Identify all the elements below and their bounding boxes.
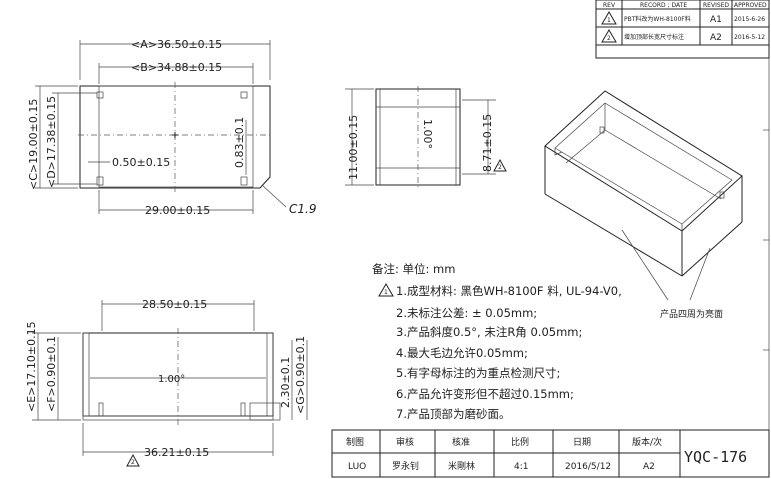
rev-triangle-icon — [601, 11, 617, 25]
dim-2850: 28.50±0.15 — [142, 298, 207, 311]
rev-triangle-icon — [493, 158, 507, 172]
notes-header: 备注: 单位: mm — [372, 262, 455, 276]
note-line: 1.成型材料: 黑色WH-8100F 料, UL-94-V0, — [396, 284, 622, 298]
rev-mark: 2 — [498, 164, 502, 171]
dim-e: <E>17.10±0.15 — [25, 321, 38, 412]
top-view: <A>36.50±0.15 <B>34.88±0.15 <C>19.00±0.1… — [27, 38, 316, 217]
dim-871: 8.71±0.15 — [481, 114, 494, 172]
tb-value: A2 — [643, 462, 655, 472]
note-line: 4.最大毛边允许0.05mm; — [396, 346, 528, 360]
rev-header-approved: APPROVED — [734, 2, 767, 9]
note-line: 6.产品允许变形但不超过0.15mm; — [396, 387, 574, 401]
dim-angle: 1.00° — [158, 374, 185, 385]
tb-header: 版本/次 — [632, 436, 662, 448]
rev-record: PBT料改为WH-8100F料 — [624, 15, 691, 23]
dim-d: <D>17.38±0.15 — [45, 96, 58, 188]
tb-header: 制图 — [346, 436, 364, 448]
tb-value: 2016/5/12 — [565, 462, 611, 472]
revision-table: REV RECORD ; DATE REVISED APPROVED 1 PBT… — [595, 0, 770, 59]
tb-value: 米剛林 — [448, 460, 475, 472]
rev-header-rev: REV — [603, 2, 616, 9]
dim-f: <F>0.90±0.1 — [45, 336, 58, 412]
note-line: 7.产品顶部为磨砂面。 — [396, 407, 510, 421]
tb-value: 罗永钊 — [392, 460, 419, 472]
dim-b: <B>34.88±0.15 — [131, 61, 222, 74]
rev-revised: A1 — [710, 15, 722, 25]
rev-record: 增加顶部长宽尺寸标注 — [624, 33, 684, 41]
dim-wall: 0.50±0.15 — [112, 156, 170, 169]
side-view: 11.00±0.15 1.00° 8.71±0.15 2 — [345, 86, 507, 190]
rev-number: 1 — [607, 17, 611, 24]
rev-number: 2 — [607, 35, 611, 42]
note-line: 2.未标注公差: ± 0.05mm; — [396, 306, 537, 320]
dim-g: <G>0.90±0.1 — [294, 336, 307, 414]
rev-triangle-icon — [601, 29, 617, 43]
note-line: 5.有字母标注的为重点检测尺寸; — [396, 366, 560, 380]
dim-a: <A>36.50±0.15 — [131, 38, 222, 51]
dim-3621: 36.21±0.15 — [144, 446, 209, 459]
rev-header-revised: REVISED — [703, 2, 729, 9]
chamfer-label: C1.9 — [289, 202, 316, 216]
rev-mark: 2 — [131, 459, 135, 466]
iso-view: 产品四周为亮面 — [544, 90, 743, 320]
tb-value: LUO — [348, 462, 366, 472]
notes-rev-mark: 1 — [384, 289, 388, 296]
title-block: 制图 审核 核准 比例 日期 版本/次 LUO 罗永钊 米剛林 4:1 2016… — [331, 429, 770, 478]
tb-header: 核准 — [452, 436, 470, 448]
dim-11: 11.00±0.15 — [347, 115, 360, 180]
rev-header-record: RECORD ; DATE — [640, 2, 687, 9]
tb-header: 比例 — [511, 436, 529, 448]
dim-c: <C>19.00±0.15 — [27, 99, 40, 190]
note-line: 3.产品斜度0.5°, 未注R角 0.05mm; — [396, 325, 582, 339]
dim-29: 29.00±0.15 — [145, 204, 210, 217]
drawing-number: YQC-176 — [684, 448, 747, 466]
rev-date: 2016-5-12 — [734, 34, 765, 41]
iso-callout: 产品四周为亮面 — [660, 308, 723, 320]
rev-date: 2015-6-26 — [734, 16, 765, 23]
dim-083: 0.83±0.1 — [233, 117, 246, 168]
rev-triangle-icon — [126, 453, 140, 467]
tb-value: 4:1 — [514, 462, 528, 472]
dim-230: 2.30±0.1 — [279, 357, 292, 408]
rev-revised: A2 — [710, 33, 722, 43]
notes-block: 备注: 单位: mm 1 1.成型材料: 黑色WH-8100F 料, UL-94… — [372, 262, 622, 421]
rev-triangle-icon — [378, 283, 394, 297]
tb-header: 日期 — [573, 437, 591, 448]
tb-header: 审核 — [396, 436, 414, 448]
front-view: 28.50±0.15 <E>17.10±0.15 <F>0.90±0.1 1.0… — [25, 298, 308, 467]
dim-100: 1.00° — [421, 119, 434, 149]
